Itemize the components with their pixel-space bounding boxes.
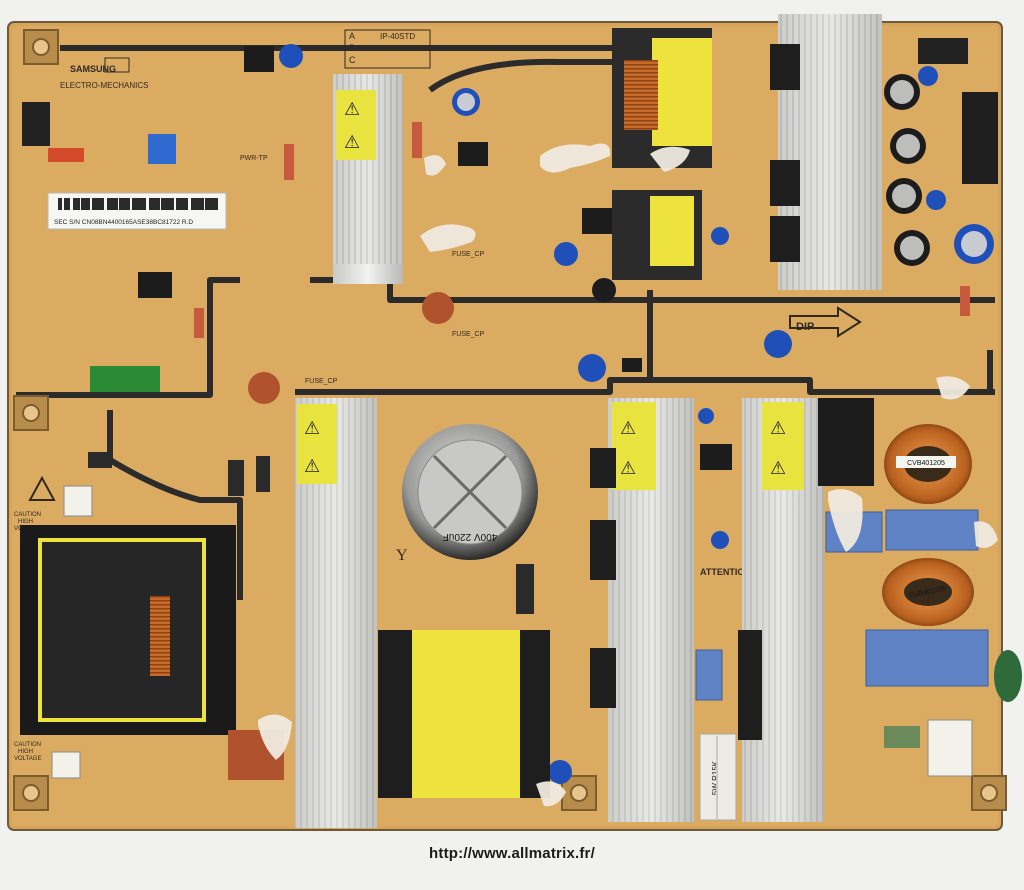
svg-text:⚠: ⚠ xyxy=(304,456,320,477)
resistor-marking-1: 5W R15K xyxy=(711,760,720,795)
choke-upper: CVB401205 xyxy=(884,424,972,504)
cement-resistors: 5W R15K xyxy=(699,733,737,821)
bulk-capacitor: 400V 220uF xyxy=(402,424,538,560)
svg-text:⚠: ⚠ xyxy=(770,418,786,439)
relay xyxy=(818,398,874,486)
serial-number: SEC S/N CN08BN4400165ASE38BC81722 R.D xyxy=(54,219,193,226)
ic-chips xyxy=(138,46,732,470)
brand-silkscreen: SAMSUNG xyxy=(70,64,116,74)
isolation-traces xyxy=(16,45,995,600)
mounting-holes xyxy=(13,29,1007,811)
svg-text:⚠: ⚠ xyxy=(344,99,360,120)
transformer-main xyxy=(20,525,236,735)
caution-bottom-line-1: CAUTION xyxy=(14,742,41,748)
transformer-top-center xyxy=(612,28,712,280)
svg-text:⚠: ⚠ xyxy=(770,458,786,479)
x-capacitors xyxy=(695,509,989,701)
svg-text:⚠: ⚠ xyxy=(620,418,636,439)
connectors xyxy=(22,38,998,779)
model-c-label: C xyxy=(349,55,356,65)
fuse-label-3: FUSE_CP xyxy=(305,378,338,385)
model-b-value: AU040-VE xyxy=(380,44,418,53)
transformer-upper: ⚠ ⚠ xyxy=(333,74,403,284)
caution-bottom-line-3: VOLTAGE xyxy=(14,756,41,762)
caution-top-line-1: CAUTION xyxy=(14,512,41,518)
svg-text:⚠: ⚠ xyxy=(344,132,360,153)
source-url-caption: http://www.allmatrix.fr/ xyxy=(429,845,595,862)
capacitors-upper-right xyxy=(279,44,994,784)
heatsink-upper-right xyxy=(770,14,882,290)
passive-components xyxy=(48,122,1022,780)
dip-arrow xyxy=(789,306,862,338)
svg-text:⚠: ⚠ xyxy=(620,458,636,479)
heatsink-middle: ⚠ ⚠ xyxy=(590,398,694,822)
caution-top-line-2: HIGH xyxy=(18,519,33,525)
glue-blobs xyxy=(258,143,998,807)
transformer-lower xyxy=(378,630,550,798)
fuse-label-2: FUSE_CP xyxy=(452,331,485,338)
mark-y: Y xyxy=(396,547,408,564)
bulk-capacitor-marking: 400V 220uF xyxy=(443,531,498,542)
model-b-label: B xyxy=(349,43,355,53)
heatsink-left: ⚠ ⚠ xyxy=(295,398,377,828)
maker-silkscreen: ELECTRO-MECHANICS xyxy=(60,81,148,90)
attention-label: ATTENTION xyxy=(700,567,751,577)
prw-tp-label: PWR-TP xyxy=(240,155,268,162)
fuse-label: FUSE_CP xyxy=(452,251,485,258)
model-a-value: IP-40STD xyxy=(380,32,415,41)
model-a-label: A xyxy=(349,31,355,41)
heatsink-right: ⚠ ⚠ xyxy=(738,398,824,822)
choke-lower: CVB401205 xyxy=(882,558,974,626)
svg-text:⚠: ⚠ xyxy=(304,418,320,439)
choke-marking-upper: CVB401205 xyxy=(907,460,945,467)
caution-bottom-line-2: HIGH xyxy=(18,749,33,755)
